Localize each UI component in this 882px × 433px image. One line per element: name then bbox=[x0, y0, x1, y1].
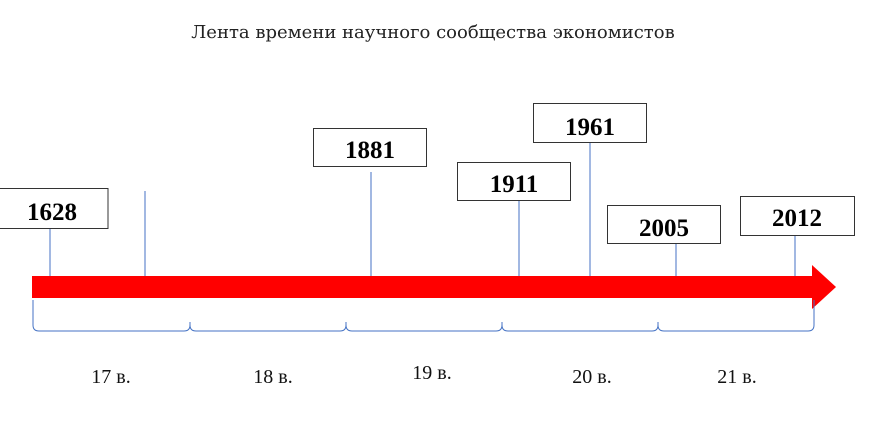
timeline-arrow-head bbox=[812, 265, 836, 309]
year-box-1628: 1628 bbox=[0, 188, 109, 229]
year-label: 1961 bbox=[565, 114, 615, 141]
year-label: 1911 bbox=[490, 171, 539, 198]
century-braces bbox=[32, 300, 815, 332]
year-box-frame bbox=[740, 196, 855, 236]
year-box-2005: 2005 bbox=[607, 205, 721, 244]
year-box-frame bbox=[313, 128, 427, 167]
century-label-17: 17 в. bbox=[91, 366, 130, 388]
century-brace-17 bbox=[32, 300, 191, 332]
year-box-1961: 1961 bbox=[533, 103, 647, 143]
year-label: 1628 bbox=[27, 199, 77, 226]
century-label-18: 18 в. bbox=[253, 366, 292, 388]
year-box-1881: 1881 bbox=[313, 128, 427, 167]
century-label-21: 21 в. bbox=[717, 366, 756, 388]
year-box-frame bbox=[457, 162, 571, 201]
century-brace-21 bbox=[657, 300, 815, 332]
century-labels: 17 в. 18 в. 19 в. 20 в. 21 в. bbox=[91, 362, 756, 388]
century-label-19: 19 в. bbox=[412, 362, 451, 384]
timeline-arrow-shaft bbox=[32, 276, 813, 298]
year-box-2012: 2012 bbox=[740, 196, 855, 236]
year-label: 2012 bbox=[772, 205, 822, 232]
century-brace-18 bbox=[189, 322, 347, 332]
year-label: 2005 bbox=[639, 215, 689, 242]
year-label: 1881 bbox=[345, 137, 395, 164]
year-box-frame bbox=[533, 103, 647, 143]
year-box-frame bbox=[0, 188, 109, 229]
timeline-arrow bbox=[32, 265, 836, 309]
century-brace-19 bbox=[345, 322, 503, 332]
connector-lines bbox=[49, 142, 796, 276]
year-box-1911: 1911 bbox=[457, 162, 571, 201]
century-label-20: 20 в. bbox=[572, 366, 611, 388]
century-brace-20 bbox=[501, 322, 659, 332]
diagram-title: Лента времени научного сообщества эконом… bbox=[191, 22, 674, 43]
year-box-frame bbox=[607, 205, 721, 244]
